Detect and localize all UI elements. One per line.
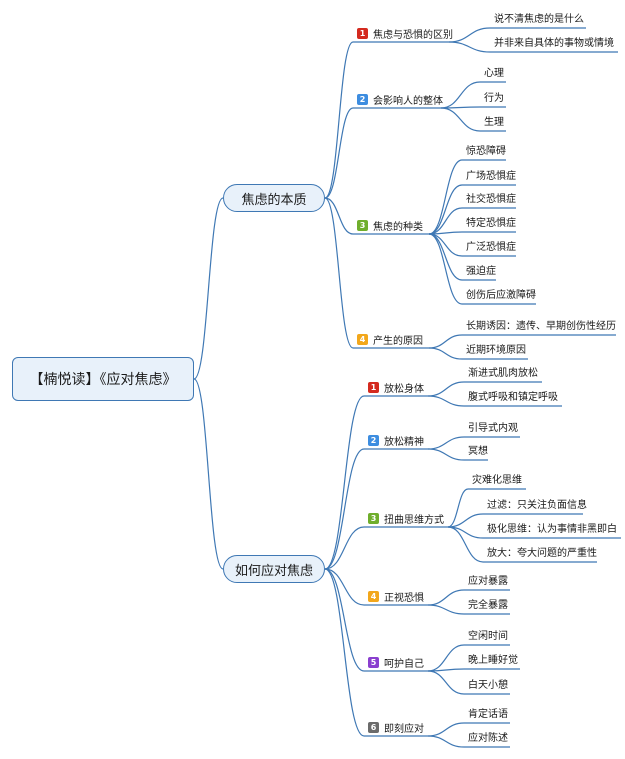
leaf-topic[interactable]: 过滤：只关注负面信息 <box>487 500 587 511</box>
subtopic[interactable]: 5 呵护自己 <box>368 654 424 670</box>
subtopic-label: 焦虑的种类 <box>373 221 423 233</box>
leaf-topic[interactable]: 引导式内观 <box>468 423 518 434</box>
leaf-topic[interactable]: 强迫症 <box>466 266 496 277</box>
subtopic[interactable]: 3 焦虑的种类 <box>357 217 423 233</box>
leaf-topic[interactable]: 惊恐障碍 <box>466 146 506 157</box>
main-topic[interactable]: 如何应对焦虑 <box>223 555 325 583</box>
connector <box>428 159 463 235</box>
leaf-topic[interactable]: 说不清焦虑的是什么 <box>494 14 584 25</box>
main-topic[interactable]: 焦虑的本质 <box>223 184 325 212</box>
priority-badge: 1 <box>368 381 379 393</box>
leaf-topic[interactable]: 完全暴露 <box>468 600 508 611</box>
priority-badge: 3 <box>368 512 379 524</box>
connector <box>324 568 365 606</box>
connector <box>428 334 463 349</box>
connector <box>427 448 465 461</box>
priority-badge: 2 <box>368 434 379 446</box>
subtopic-label: 放松精神 <box>384 436 424 448</box>
subtopic[interactable]: 1 放松身体 <box>368 379 424 395</box>
connector <box>193 378 224 570</box>
subtopic-label: 产生的原因 <box>373 335 423 347</box>
priority-badge: 2 <box>357 93 368 105</box>
leaf-topic[interactable]: 应对陈述 <box>468 733 508 744</box>
subtopic[interactable]: 4 产生的原因 <box>357 331 423 347</box>
priority-badge: 4 <box>357 333 368 345</box>
connector <box>427 722 465 737</box>
leaf-topic[interactable]: 行为 <box>484 93 504 104</box>
leaf-topic[interactable]: 广泛恐惧症 <box>466 242 516 253</box>
connector <box>427 670 465 695</box>
leaf-topic[interactable]: 生理 <box>484 117 504 128</box>
connector <box>427 735 465 748</box>
connector <box>324 41 354 199</box>
leaf-topic[interactable]: 创伤后应激障碍 <box>466 290 536 301</box>
subtopic[interactable]: 2 放松精神 <box>368 432 424 448</box>
connector <box>324 197 354 235</box>
connector <box>324 197 354 349</box>
connector <box>427 395 465 407</box>
leaf-topic[interactable]: 特定恐惧症 <box>466 218 516 229</box>
leaf-topic[interactable]: 并非来自具体的事物或情境 <box>494 38 614 49</box>
subtopic-label: 扭曲思维方式 <box>384 514 444 526</box>
connector <box>324 395 365 570</box>
leaf-topic[interactable]: 心理 <box>484 68 504 79</box>
subtopic-label: 会影响人的整体 <box>373 95 443 107</box>
connector <box>427 589 465 606</box>
priority-badge: 6 <box>368 721 379 733</box>
connector <box>427 381 465 397</box>
connector <box>324 448 365 570</box>
connector <box>324 568 365 672</box>
connector <box>428 347 463 360</box>
subtopic[interactable]: 3 扭曲思维方式 <box>368 510 444 526</box>
leaf-topic[interactable]: 应对暴露 <box>468 576 508 587</box>
connector <box>324 568 365 737</box>
connector <box>427 644 465 672</box>
leaf-topic[interactable]: 广场恐惧症 <box>466 171 516 182</box>
connector <box>440 107 481 132</box>
connector <box>324 526 365 570</box>
subtopic[interactable]: 4 正视恐惧 <box>368 588 424 604</box>
leaf-topic[interactable]: 空闲时间 <box>468 631 508 642</box>
subtopic[interactable]: 6 即刻应对 <box>368 719 424 735</box>
connector <box>427 604 465 615</box>
subtopic-label: 呵护自己 <box>384 658 424 670</box>
leaf-topic[interactable]: 放大：夸大问题的严重性 <box>487 548 597 559</box>
connector <box>428 207 463 235</box>
leaf-topic[interactable]: 白天小憩 <box>468 680 508 691</box>
priority-badge: 1 <box>357 27 368 39</box>
connector <box>440 81 481 109</box>
connector <box>193 197 224 380</box>
priority-badge: 5 <box>368 656 379 668</box>
priority-badge: 4 <box>368 590 379 602</box>
leaf-topic[interactable]: 近期环境原因 <box>466 345 526 356</box>
leaf-topic[interactable]: 渐进式肌肉放松 <box>468 368 538 379</box>
leaf-topic[interactable]: 极化思维：认为事情非黑即白 <box>487 524 617 535</box>
leaf-topic[interactable]: 灾难化思维 <box>472 475 522 486</box>
connector <box>447 513 484 528</box>
subtopic-label: 放松身体 <box>384 383 424 395</box>
connector <box>428 233 463 305</box>
connector <box>427 436 465 450</box>
leaf-topic[interactable]: 冥想 <box>468 446 488 457</box>
priority-badge: 3 <box>357 219 368 231</box>
leaf-topic[interactable]: 社交恐惧症 <box>466 194 516 205</box>
leaf-topic[interactable]: 晚上睡好觉 <box>468 655 518 666</box>
subtopic[interactable]: 2 会影响人的整体 <box>357 91 443 107</box>
root-topic[interactable]: 【楠悦读】《应对焦虑》 <box>12 357 194 401</box>
leaf-topic[interactable]: 长期诱因：遗传、早期创伤性经历 <box>466 321 616 332</box>
subtopic-label: 焦虑与恐惧的区别 <box>373 29 453 41</box>
connector <box>447 488 469 528</box>
connector <box>447 526 484 563</box>
connector <box>324 107 354 199</box>
subtopic-label: 正视恐惧 <box>384 592 424 604</box>
connector <box>448 27 491 43</box>
connector <box>448 41 491 53</box>
leaf-topic[interactable]: 腹式呼吸和镇定呼吸 <box>468 392 558 403</box>
subtopic[interactable]: 1 焦虑与恐惧的区别 <box>357 25 453 41</box>
leaf-topic[interactable]: 肯定话语 <box>468 709 508 720</box>
connector <box>428 233 463 281</box>
subtopic-label: 即刻应对 <box>384 723 424 735</box>
